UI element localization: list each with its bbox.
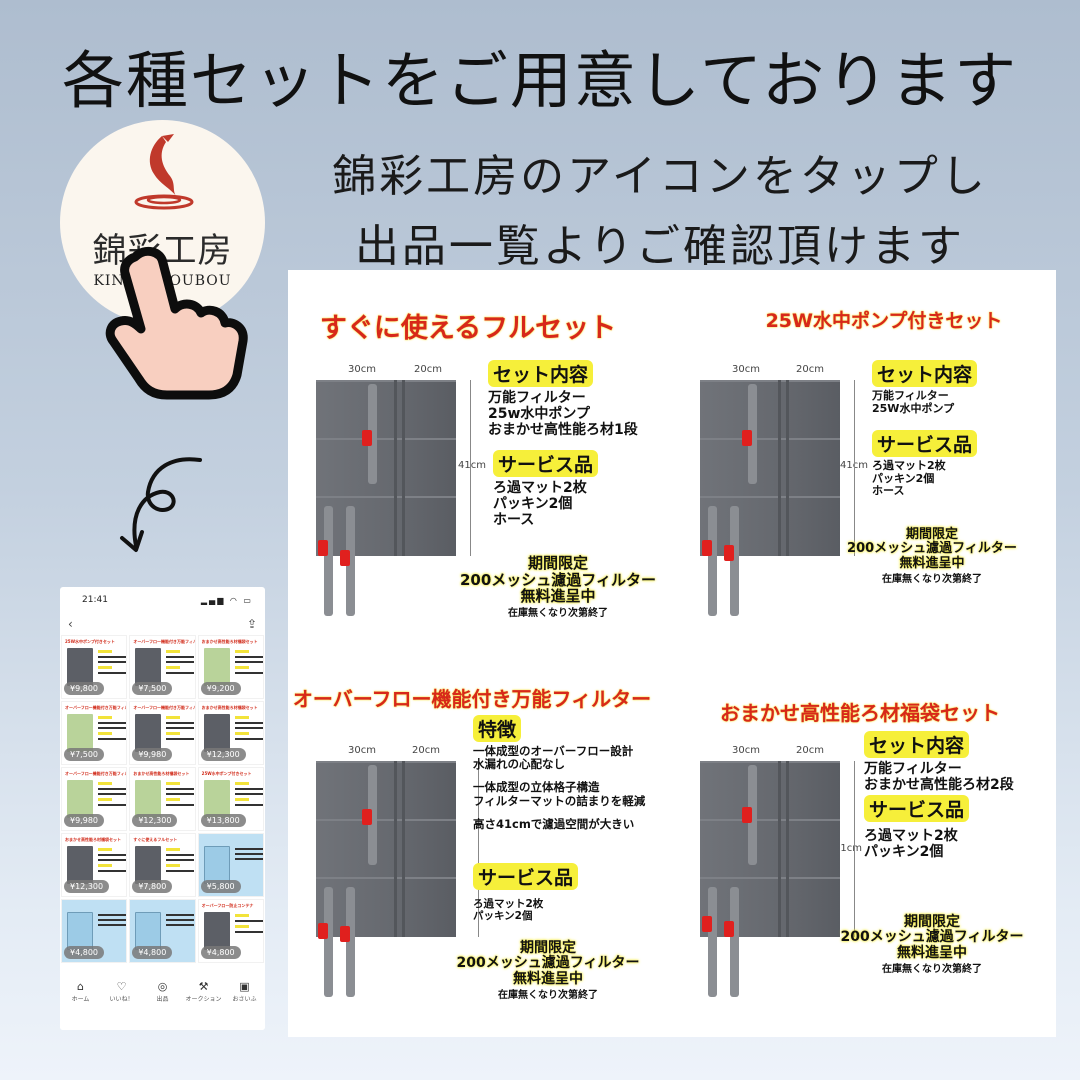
section-label: サービス品 (864, 795, 970, 822)
price-badge: ¥12,300 (200, 748, 246, 761)
product-panel-overflow-filter: オーバーフロー機能付き万能フィルター 30cm 20cm 特徴 一体成型のオーバ… (288, 653, 672, 1036)
listing-tile[interactable]: ¥5,800 (197, 833, 264, 897)
service-items: サービス品 ろ過マット2枚 パッキン2個 (864, 795, 970, 860)
product-title: すぐに使えるフルセット (319, 313, 617, 344)
listing-tile[interactable]: ¥4,800 (129, 899, 196, 963)
tab-auction[interactable]: ⚒オークション (185, 980, 222, 1003)
price-badge: ¥7,500 (64, 748, 104, 761)
promo-block: 期間限定 200メッシュ濾過フィルター 無料進呈中 在庫無くなり次第終了 (847, 527, 1017, 585)
camera-icon: ◎ (157, 980, 168, 993)
set-contents: セット内容 万能フィルター 25w水中ポンプ おまかせ高性能ろ材1段 (488, 360, 638, 438)
promo-block: 期間限定 200メッシュ濾過フィルター 無料進呈中 在庫無くなり次第終了 (456, 940, 640, 1002)
section-label: セット内容 (872, 360, 978, 387)
product-panel-full-set: すぐに使えるフルセット 30cm 20cm 41cm セット内容 万能フィルター… (288, 270, 672, 653)
listing-tile[interactable]: すぐに使えるフルセット¥7,800 (129, 833, 196, 897)
service-items: サービス品 ろ過マット2枚 パッキン2個 ホース (872, 430, 978, 498)
price-badge: ¥13,800 (200, 814, 246, 827)
bottom-tab-bar: ⌂ホーム ♡いいね！ ◎出品 ⚒オークション ▣おさいふ (60, 970, 265, 1030)
product-title: オーバーフロー機能付き万能フィルター (292, 687, 652, 711)
listing-tile[interactable]: 25W水中ポンプ付きセット¥9,800 (61, 635, 128, 699)
listing-tile[interactable]: おまかせ高性能ろ材福袋セット¥12,300 (129, 767, 196, 831)
share-button[interactable]: ⇪ (246, 617, 257, 631)
price-badge: ¥9,800 (64, 682, 104, 695)
set-contents: セット内容 万能フィルター 25W水中ポンプ (872, 360, 978, 415)
pointing-hand-icon (105, 246, 248, 400)
listing-tile[interactable]: おまかせ高性能ろ材福袋セット¥12,300 (61, 833, 128, 897)
price-badge: ¥4,800 (132, 946, 173, 959)
listing-tile[interactable]: オーバーフロー防止コンテナ¥4,800 (197, 899, 264, 963)
section-label: サービス品 (493, 450, 599, 477)
promo-block: 期間限定 200メッシュ濾過フィルター 無料進呈中 在庫無くなり次第終了 (840, 914, 1024, 976)
product-title: おまかせ高性能ろ材福袋セット (720, 701, 1000, 725)
gavel-icon: ⚒ (198, 980, 209, 993)
listing-tile[interactable]: 25W水中ポンプ付きセット¥13,800 (197, 767, 264, 831)
filter-unit-image (700, 761, 855, 997)
section-label: セット内容 (488, 360, 594, 387)
filter-unit-image (700, 380, 855, 616)
price-badge: ¥4,800 (200, 946, 241, 959)
tab-wallet[interactable]: ▣おさいふ (232, 980, 257, 1003)
listing-tile[interactable]: オーバーフロー機能付き万能フィルター¥7,500 (61, 701, 128, 765)
heart-icon: ♡ (116, 980, 127, 993)
subtitle-line-1: 錦彩工房のアイコンをタップし (332, 151, 988, 202)
promo-block: 期間限定 200メッシュ濾過フィルター 無料進呈中 在庫無くなり次第終了 (459, 554, 656, 619)
listing-tile[interactable]: おまかせ高性能ろ材福袋セット¥9,200 (197, 635, 264, 699)
status-icons: ▂▄▆ ◠ ▭ (200, 595, 253, 605)
curly-arrow-icon (120, 457, 202, 552)
section-label: 特徴 (473, 715, 522, 742)
section-label: サービス品 (473, 863, 579, 890)
product-title: 25W水中ポンプ付きセット (765, 310, 1003, 332)
listing-tile[interactable]: オーバーフロー機能付き万能フィルター¥7,500 (129, 635, 196, 699)
status-time: 21:41 (82, 595, 108, 605)
product-panel-pump-set: 25W水中ポンプ付きセット 30cm 20cm 41cm セット内容 万能フィル… (672, 270, 1056, 653)
section-label: セット内容 (864, 731, 970, 758)
price-badge: ¥7,500 (132, 682, 173, 695)
koi-fish-icon (134, 134, 194, 210)
listing-tile[interactable]: ¥4,800 (61, 899, 128, 963)
section-label: サービス品 (872, 430, 978, 457)
price-badge: ¥12,300 (64, 880, 110, 893)
nav-bar: ‹ ⇪ (60, 613, 265, 635)
service-items: サービス品 ろ過マット2枚 パッキン2個 ホース (493, 450, 599, 528)
home-icon: ⌂ (77, 980, 84, 993)
listing-tile[interactable]: おまかせ高性能ろ材福袋セット¥12,300 (197, 701, 264, 765)
phone-listing-screenshot: 21:41 ▂▄▆ ◠ ▭ ‹ ⇪ 25W水中ポンプ付きセット¥9,800 オー… (60, 587, 265, 1030)
price-badge: ¥5,800 (200, 880, 241, 893)
product-panel-media-set: おまかせ高性能ろ材福袋セット 30cm 20cm 41cm セット内容 万能フィ… (672, 653, 1056, 1036)
filter-unit-image (316, 380, 471, 616)
tab-sell[interactable]: ◎出品 (156, 980, 169, 1003)
listing-tile[interactable]: オーバーフロー機能付き万能フィルター¥9,980 (61, 767, 128, 831)
subtitle-line-2: 出品一覧よりご確認頂けます (354, 221, 966, 272)
filter-unit-image (316, 761, 479, 997)
product-sets-card: すぐに使えるフルセット 30cm 20cm 41cm セット内容 万能フィルター… (288, 270, 1056, 1037)
tab-likes[interactable]: ♡いいね！ (109, 980, 134, 1003)
price-badge: ¥12,300 (132, 814, 178, 827)
set-contents: セット内容 万能フィルター おまかせ高性能ろ材2段 (864, 731, 1014, 793)
status-bar: 21:41 ▂▄▆ ◠ ▭ (60, 587, 265, 613)
tab-home[interactable]: ⌂ホーム (71, 980, 90, 1003)
page-headline: 各種セットをご用意しております (61, 44, 1019, 117)
price-badge: ¥9,200 (200, 682, 241, 695)
features: 特徴 一体成型のオーバーフロー設計 水漏れの心配なし 一体成型の立体格子構造 フ… (473, 715, 645, 831)
wallet-icon: ▣ (239, 980, 250, 993)
back-button[interactable]: ‹ (68, 617, 73, 631)
price-badge: ¥9,980 (132, 748, 173, 761)
price-badge: ¥7,800 (132, 880, 173, 893)
listing-grid: 25W水中ポンプ付きセット¥9,800 オーバーフロー機能付き万能フィルター¥7… (60, 635, 265, 963)
price-badge: ¥9,980 (64, 814, 104, 827)
service-items: サービス品 ろ過マット2枚 パッキン2個 (473, 863, 579, 922)
listing-tile[interactable]: オーバーフロー機能付き万能フィルター¥9,980 (129, 701, 196, 765)
price-badge: ¥4,800 (64, 946, 104, 959)
